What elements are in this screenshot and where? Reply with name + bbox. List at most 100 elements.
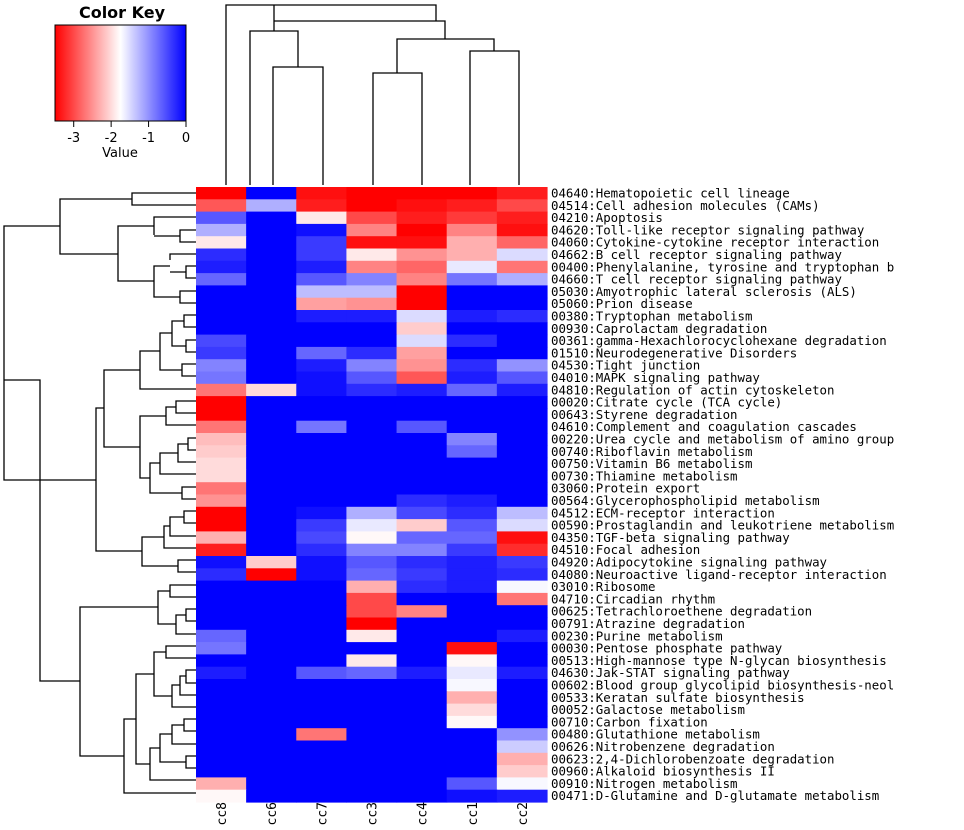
heatmap-cell — [346, 297, 398, 311]
heatmap-cell — [446, 187, 498, 200]
heatmap-cell — [496, 445, 548, 459]
heatmap-cell — [196, 703, 247, 717]
heatmap-cell — [196, 199, 247, 213]
heatmap-cell — [396, 543, 448, 557]
heatmap-cell — [396, 482, 448, 496]
heatmap-cell — [246, 445, 297, 459]
heatmap-cell — [346, 211, 398, 225]
heatmap-cell — [246, 506, 297, 520]
row-label: 04514:Cell adhesion molecules (CAMs) — [551, 198, 820, 213]
heatmap-cell — [246, 223, 297, 237]
heatmap-cell — [296, 310, 348, 323]
heatmap-cell — [246, 777, 297, 791]
row-label: 04060:Cytokine-cytokine receptor interac… — [551, 235, 879, 250]
heatmap-cell — [246, 715, 297, 729]
row-label: 05060:Prion disease — [551, 296, 693, 311]
row-label: 04810:Regulation of actin cytoskeleton — [551, 382, 834, 397]
row-label: 01510:Neurodegenerative Disorders — [551, 345, 797, 360]
heatmap-cell — [496, 642, 548, 655]
color-key-tick-label: -1 — [142, 131, 155, 146]
heatmap-cell — [296, 223, 348, 237]
heatmap-cell — [296, 420, 348, 434]
heatmap-cell — [246, 531, 297, 545]
heatmap-cell — [296, 187, 348, 200]
heatmap-cell — [296, 383, 348, 397]
row-label: 00626:Nitrobenzene degradation — [551, 739, 775, 754]
row-label: 00052:Galactose metabolism — [551, 702, 745, 717]
row-label: 00625:Tetrachloroethene degradation — [551, 604, 812, 619]
heatmap-cell — [296, 445, 348, 459]
heatmap-cell — [196, 556, 247, 569]
heatmap-cell — [296, 580, 348, 594]
heatmap-cell — [396, 679, 448, 692]
heatmap-cell — [496, 556, 548, 569]
heatmap-cell — [396, 580, 448, 594]
heatmap-cell — [446, 420, 498, 434]
heatmap-cell — [296, 506, 348, 520]
heatmap-cell — [396, 457, 448, 471]
heatmap-cell — [196, 371, 247, 385]
heatmap-cell — [446, 310, 498, 323]
heatmap-cell — [246, 752, 297, 766]
heatmap-cell — [396, 642, 448, 655]
column-dendrogram — [225, 4, 520, 185]
heatmap-cell — [196, 273, 247, 286]
heatmap-cell — [496, 322, 548, 336]
heatmap-cell — [396, 260, 448, 274]
heatmap-cell — [496, 211, 548, 225]
heatmap-cell — [196, 322, 247, 336]
heatmap-cell — [196, 187, 247, 200]
heatmap-cell — [346, 371, 398, 385]
heatmap-cell — [396, 605, 448, 619]
heatmap-cell — [346, 457, 398, 471]
heatmap-cell — [346, 679, 398, 692]
heatmap-cell — [246, 469, 297, 483]
heatmap-cell — [446, 568, 498, 582]
heatmap-cell — [496, 592, 548, 606]
heatmap-cell — [496, 359, 548, 373]
heatmap-cell — [446, 580, 498, 594]
heatmap-cell — [246, 740, 297, 754]
heatmap-cell — [396, 420, 448, 434]
heatmap-cell — [396, 519, 448, 532]
heatmap-cell — [446, 752, 498, 766]
heatmap-cell — [196, 531, 247, 545]
heatmap-cell — [196, 543, 247, 557]
heatmap-cell — [396, 740, 448, 754]
heatmap-cell — [496, 248, 548, 262]
heatmap-cell — [496, 273, 548, 286]
column-label: cc2 — [516, 802, 531, 825]
heatmap-cell — [296, 396, 348, 409]
row-label: 00643:Styrene degradation — [551, 407, 738, 422]
heatmap-cell — [346, 666, 398, 680]
heatmap-cell — [246, 408, 297, 422]
color-key-gradient — [54, 24, 187, 122]
heatmap-cell — [296, 433, 348, 446]
heatmap-cell — [496, 187, 548, 200]
heatmap-cell — [496, 728, 548, 742]
heatmap-cell — [296, 740, 348, 754]
heatmap-cell — [196, 359, 247, 373]
heatmap-cell — [196, 285, 247, 299]
row-label: 04512:ECM-receptor interaction — [551, 505, 775, 520]
heatmap-cell — [246, 396, 297, 409]
heatmap-cell — [446, 408, 498, 422]
heatmap-cell — [196, 691, 247, 705]
heatmap-cell — [496, 433, 548, 446]
color-key-label: Value — [102, 146, 138, 161]
heatmap-cell — [246, 789, 297, 803]
heatmap-cell — [396, 777, 448, 791]
heatmap-cell — [346, 629, 398, 643]
heatmap-cell — [196, 334, 247, 348]
heatmap-cell — [196, 740, 247, 754]
heatmap-cell — [346, 346, 398, 360]
heatmap-cell — [496, 568, 548, 582]
row-label: 00590:Prostaglandin and leukotriene meta… — [551, 518, 894, 533]
heatmap-cell — [446, 728, 498, 742]
heatmap-cell — [246, 494, 297, 508]
heatmap-cell — [346, 519, 398, 532]
heatmap-cell — [346, 420, 398, 434]
heatmap-cell — [196, 568, 247, 582]
heatmap-cell — [496, 223, 548, 237]
heatmap-cell — [196, 408, 247, 422]
